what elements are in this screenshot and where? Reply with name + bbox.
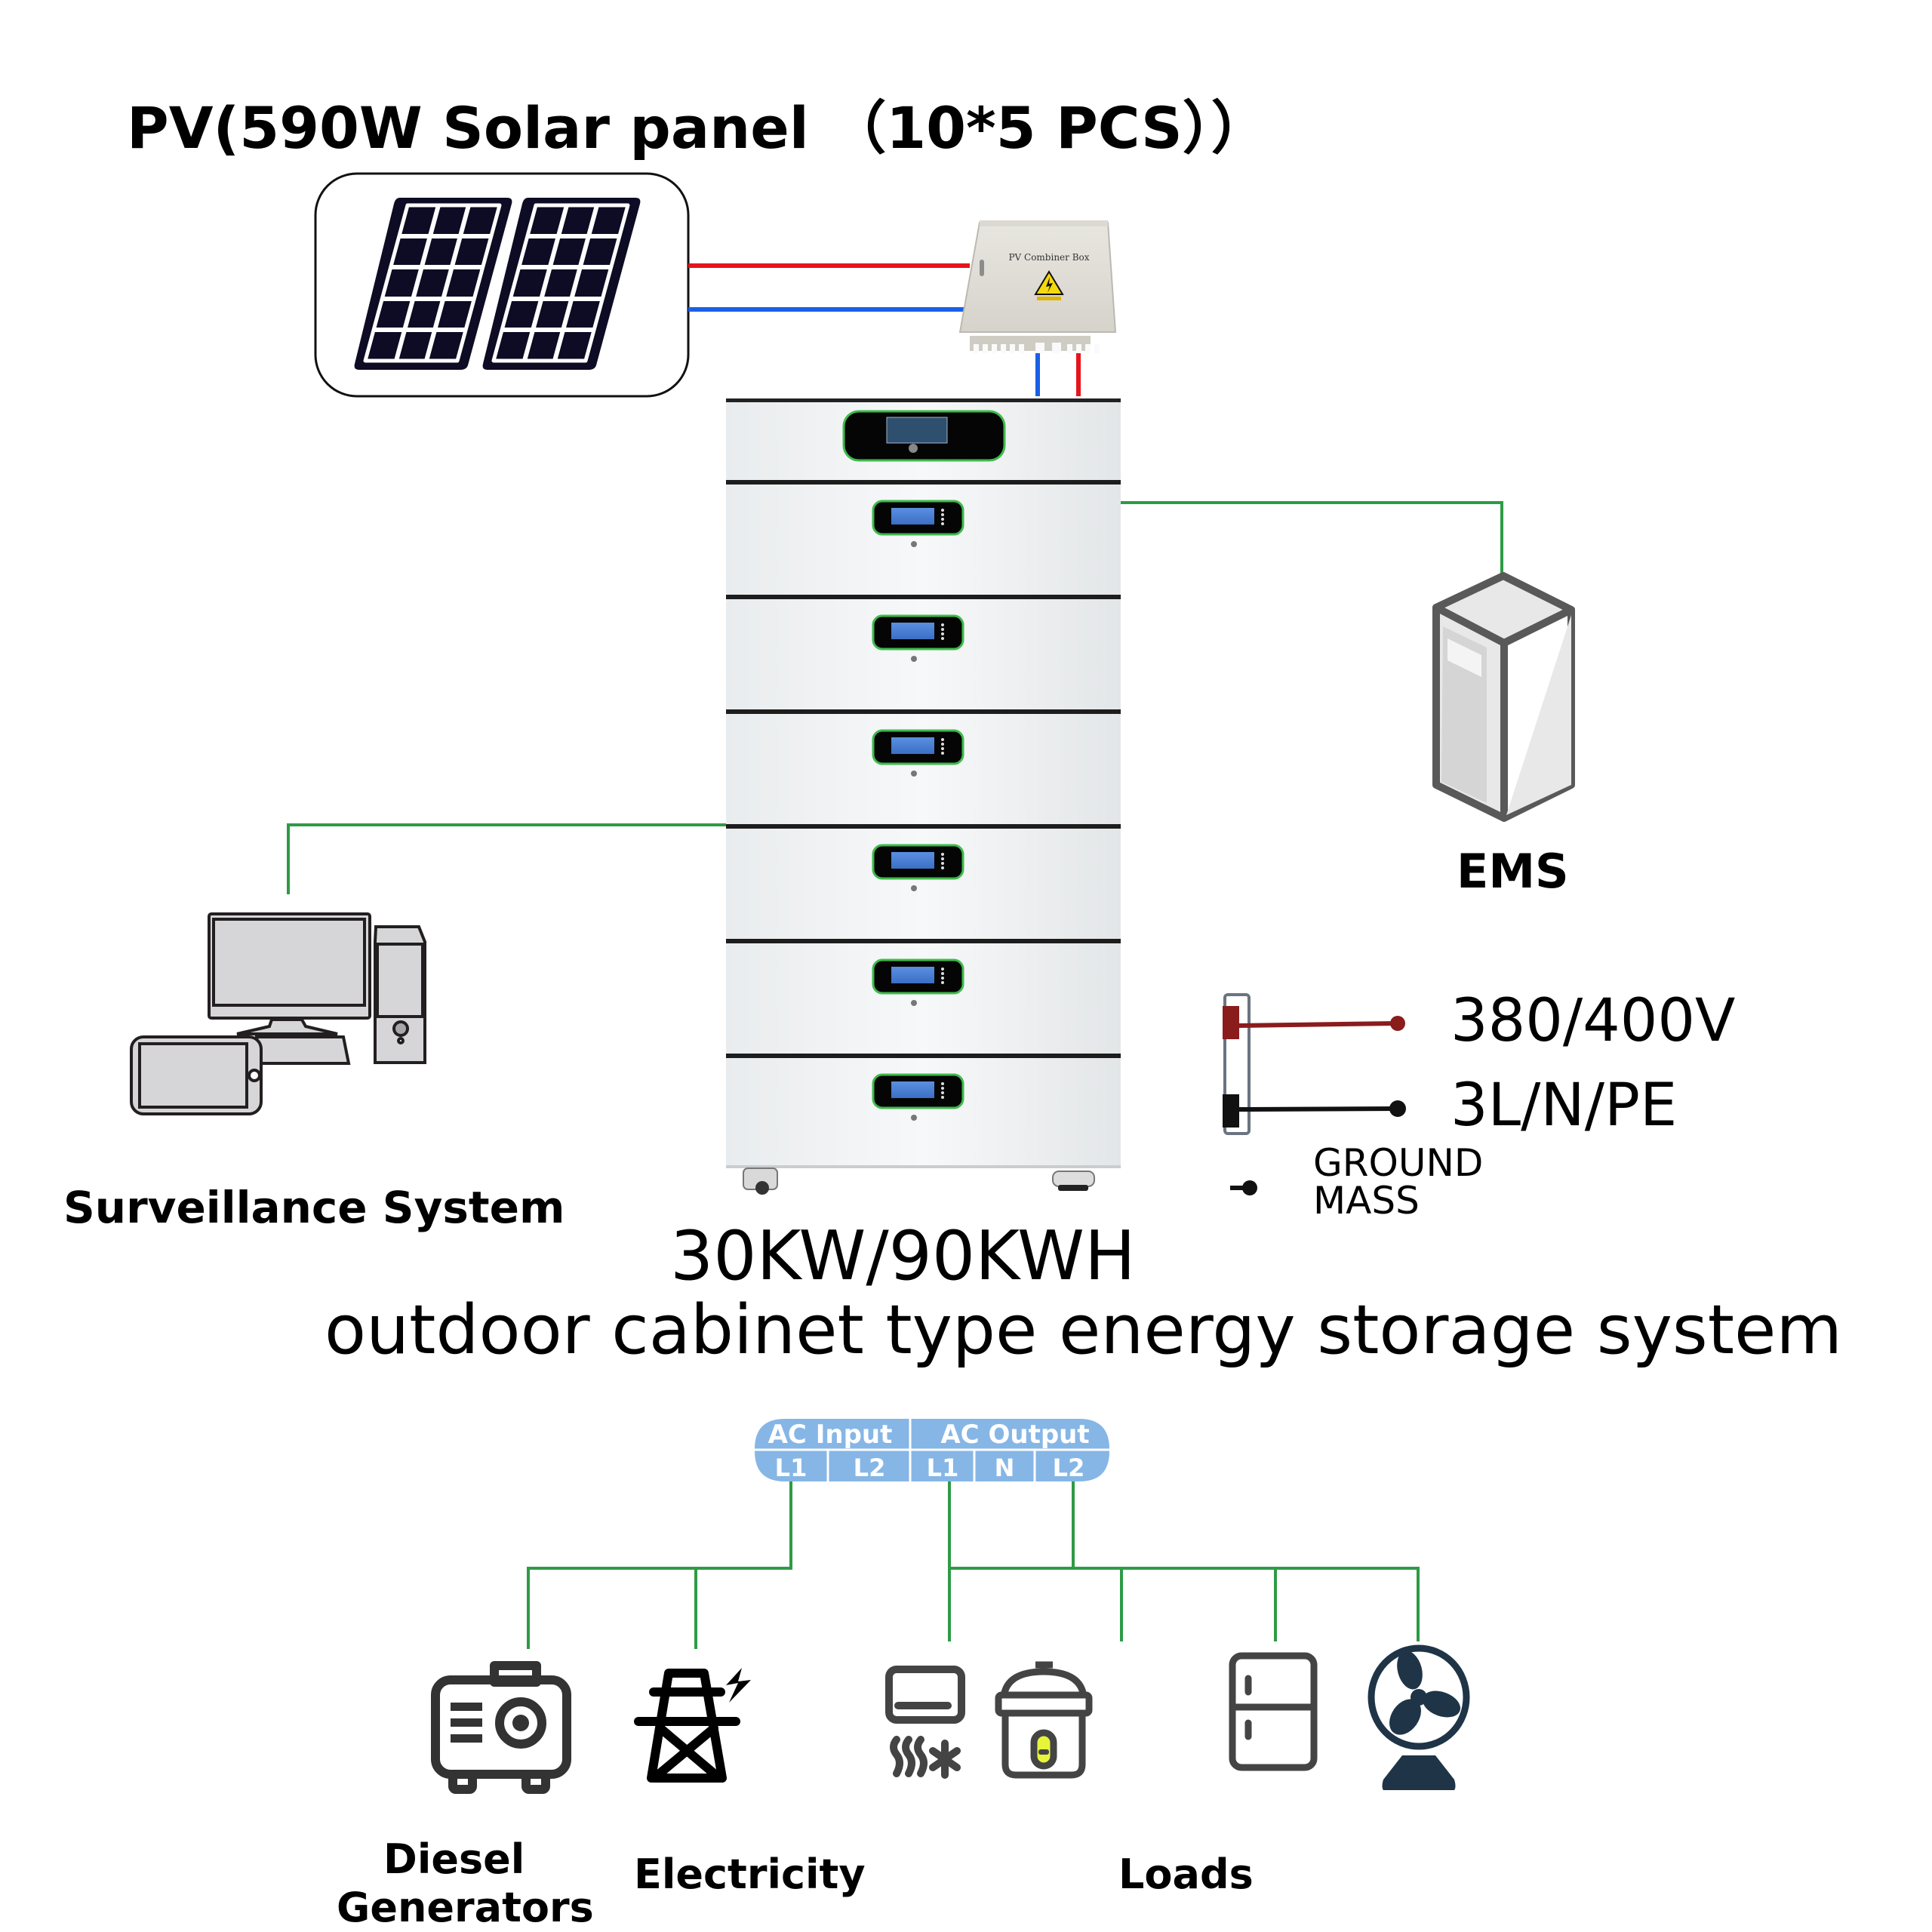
module-switch <box>911 1115 917 1121</box>
grid-connection-symbol <box>1223 993 1406 1195</box>
refrigerator-icon <box>1229 1652 1318 1771</box>
bms-status-led <box>941 862 944 865</box>
module-switch <box>911 771 917 777</box>
bms-status-led <box>941 743 944 746</box>
bms-status-led <box>941 977 944 980</box>
bms-status-led <box>941 513 944 516</box>
combiner-box-label: PV Combiner Box <box>1008 252 1089 263</box>
ac-output-terminal-l2: L2 <box>1053 1454 1085 1482</box>
diesel-generator-label-line1: Diesel <box>383 1835 525 1883</box>
module-divider <box>726 480 1121 485</box>
bms-lcd-screen <box>891 508 934 525</box>
cabinet-base <box>726 1165 1121 1168</box>
leveling-foot-pad <box>1058 1185 1088 1191</box>
ground-label-line1: GROUND <box>1313 1141 1484 1185</box>
system-description: outdoor cabinet type energy storage syst… <box>325 1291 1843 1370</box>
module-divider <box>726 595 1121 599</box>
bms-status-led <box>941 522 944 525</box>
bms-status-led <box>941 747 944 750</box>
module-divider <box>726 1054 1121 1058</box>
bms-status-led <box>941 738 944 741</box>
bms-status-led <box>941 853 944 856</box>
leveling-foot-right <box>1052 1171 1095 1187</box>
bms-lcd-screen <box>891 1081 934 1098</box>
bms-status-led <box>941 628 944 631</box>
bms-status-led <box>941 972 944 975</box>
grid-wiring-label: 3L/N/PE <box>1451 1072 1678 1140</box>
ac-output-terminal-n: N <box>995 1454 1015 1482</box>
ac-input-label: AC Input <box>768 1420 893 1450</box>
bms-lcd-screen <box>891 737 934 754</box>
loads-label: Loads <box>1118 1850 1254 1898</box>
bms-status-led <box>941 623 944 626</box>
grid-voltage-label: 380/400V <box>1451 987 1736 1055</box>
ac-input-terminal-l1: L1 <box>775 1454 808 1482</box>
caster-wheel-left-tire <box>755 1181 769 1195</box>
surveillance-label: Surveillance System <box>63 1182 565 1233</box>
bms-lcd-screen <box>891 852 934 869</box>
electricity-label: Electricity <box>634 1850 866 1898</box>
module-divider <box>726 939 1121 943</box>
ground-label: GROUND MASS <box>1313 1144 1483 1220</box>
bms-status-led <box>941 1096 944 1099</box>
fan-icon <box>1367 1644 1470 1790</box>
ems-label: EMS <box>1457 844 1569 899</box>
high-voltage-warning-icon <box>1034 270 1064 300</box>
inverter-power-button <box>909 444 918 453</box>
ac-input-terminal-l2: L2 <box>854 1454 886 1482</box>
bms-lcd-screen <box>891 967 934 983</box>
power-tower-icon <box>634 1668 751 1783</box>
inverter-screen <box>886 417 948 444</box>
bms-status-led <box>941 1091 944 1094</box>
surveillance-computer-icon <box>130 912 426 1115</box>
bms-status-led <box>941 1082 944 1085</box>
air-conditioner-icon <box>885 1666 965 1779</box>
bms-status-led <box>941 981 944 984</box>
rice-cooker-icon <box>995 1661 1093 1779</box>
energy-storage-cabinet <box>726 398 1121 1195</box>
bms-status-led <box>941 632 944 635</box>
module-switch <box>911 1000 917 1006</box>
bms-status-led <box>941 1087 944 1090</box>
ac-wiring <box>527 1481 1420 1649</box>
ems-comm-line <box>1121 501 1503 574</box>
ground-label-line2: MASS <box>1313 1179 1420 1223</box>
generator-icon <box>431 1661 571 1794</box>
solar-panel-icon <box>354 198 641 370</box>
ems-server-icon <box>1432 572 1575 822</box>
grid-neutral-terminal <box>1389 1100 1406 1117</box>
module-switch <box>911 885 917 891</box>
diagram-title: PV(590W Solar panel （10*5 PCS）） <box>127 94 1269 162</box>
bms-lcd-screen <box>891 623 934 639</box>
system-rating: 30KW/90KWH <box>670 1217 1136 1296</box>
bms-status-led <box>941 752 944 755</box>
bms-status-led <box>941 857 944 860</box>
pv-combiner-box: PV Combiner Box <box>958 220 1117 353</box>
ac-output-terminal-l1: L1 <box>927 1454 959 1482</box>
module-divider <box>726 709 1121 714</box>
ac-output-label: AC Output <box>940 1420 1089 1450</box>
module-switch <box>911 541 917 547</box>
solar-panel-group <box>314 172 690 398</box>
module-divider <box>726 824 1121 829</box>
diesel-generator-label-line2: Generators <box>337 1884 594 1931</box>
grid-phase-terminal <box>1390 1016 1405 1031</box>
bms-status-led <box>941 509 944 512</box>
bms-status-led <box>941 866 944 869</box>
bms-status-led <box>941 518 944 521</box>
bms-status-led <box>941 968 944 971</box>
bms-status-led <box>941 637 944 640</box>
module-switch <box>911 656 917 662</box>
ac-terminal-block: AC Input AC Output L1 L2 L1 N L2 <box>755 1419 1109 1482</box>
surveillance-comm-line <box>287 823 726 894</box>
cabinet-top-edge <box>726 398 1121 402</box>
ground-terminal-icon <box>1242 1180 1257 1195</box>
